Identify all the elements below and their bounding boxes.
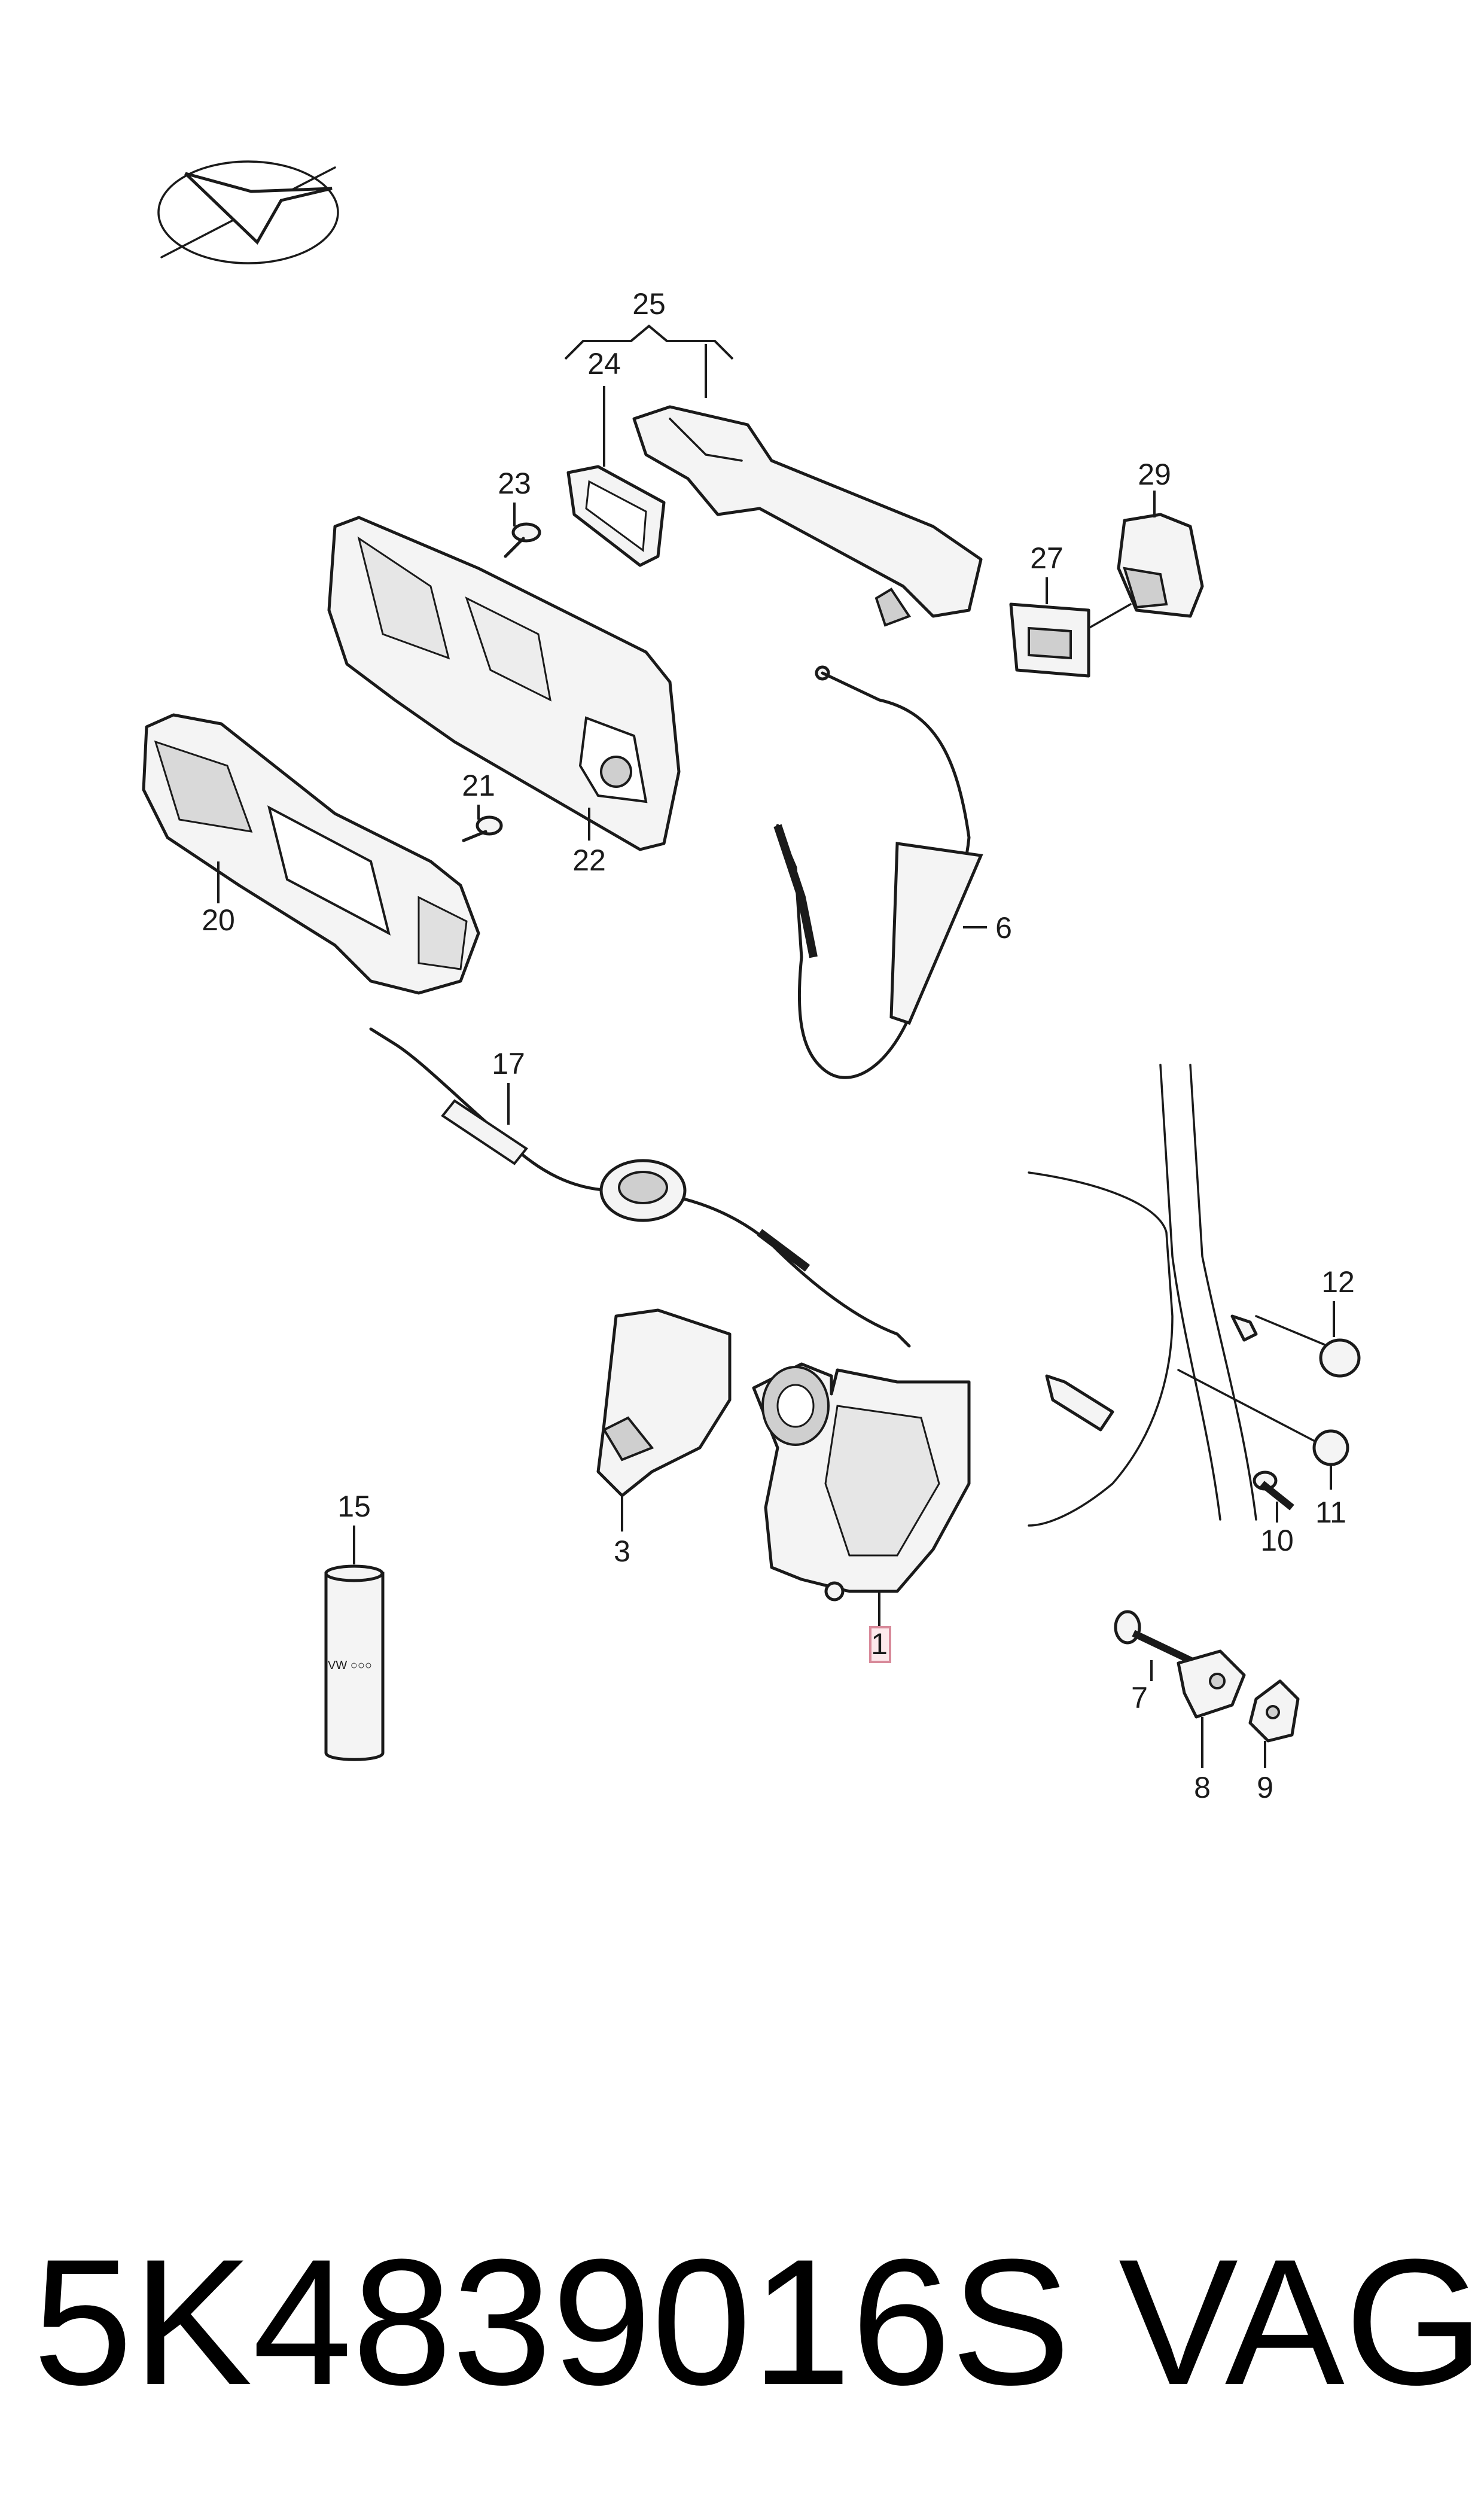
brand-name: VAG bbox=[1119, 2221, 1484, 2422]
callout-21: 21 bbox=[462, 769, 495, 802]
callout-1: 1 bbox=[871, 1627, 888, 1661]
callout-10: 10 bbox=[1260, 1524, 1294, 1557]
callout-9: 9 bbox=[1257, 1771, 1273, 1804]
nut-11 bbox=[1177, 1369, 1349, 1466]
callout-20: 20 bbox=[202, 903, 235, 937]
bolt-10 bbox=[1253, 1470, 1294, 1511]
callout-3: 3 bbox=[614, 1534, 630, 1568]
striker-plate-8 bbox=[1177, 1649, 1246, 1719]
handle-carrier bbox=[327, 516, 681, 851]
callout-8: 8 bbox=[1194, 1771, 1211, 1804]
callout-17: 17 bbox=[492, 1047, 525, 1080]
screw-23 bbox=[504, 522, 541, 558]
leader-lines bbox=[217, 324, 1335, 1768]
callout-7: 7 bbox=[1131, 1681, 1148, 1715]
cap-29 bbox=[1117, 513, 1204, 618]
plug-12 bbox=[1255, 1315, 1361, 1378]
striker-shim-9 bbox=[1248, 1679, 1300, 1743]
callout-29: 29 bbox=[1138, 458, 1171, 491]
vehicle-body-outline bbox=[1028, 1064, 1258, 1527]
callout-23: 23 bbox=[498, 467, 531, 500]
door-lock-actuator bbox=[752, 1362, 971, 1601]
bowden-cable-17 bbox=[369, 1027, 911, 1348]
callout-15: 15 bbox=[337, 1490, 371, 1523]
callout-12: 12 bbox=[1321, 1265, 1355, 1299]
part-number: 5K4839016S bbox=[33, 2221, 1071, 2422]
highlight-box-part-1 bbox=[869, 1626, 891, 1663]
screw-21 bbox=[462, 815, 503, 842]
outer-door-handle bbox=[632, 405, 983, 627]
grease-can: VW ○○○ bbox=[324, 1564, 385, 1761]
inner-door-handle bbox=[142, 713, 480, 995]
callout-25: 25 bbox=[632, 287, 666, 321]
lock-cover bbox=[596, 1308, 732, 1497]
cap-27 bbox=[1009, 602, 1132, 678]
striker-bolt-7 bbox=[1114, 1610, 1198, 1667]
callout-22: 22 bbox=[572, 844, 606, 877]
handle-gasket bbox=[566, 465, 666, 567]
callout-6: 6 bbox=[995, 911, 1012, 945]
orientation-emblem bbox=[157, 160, 339, 264]
svg-text:VW ○○○: VW ○○○ bbox=[328, 1659, 372, 1672]
callout-24: 24 bbox=[587, 347, 621, 380]
callout-11: 11 bbox=[1315, 1496, 1346, 1529]
callout-27: 27 bbox=[1030, 541, 1064, 575]
bowden-cable-6 bbox=[773, 665, 983, 1079]
